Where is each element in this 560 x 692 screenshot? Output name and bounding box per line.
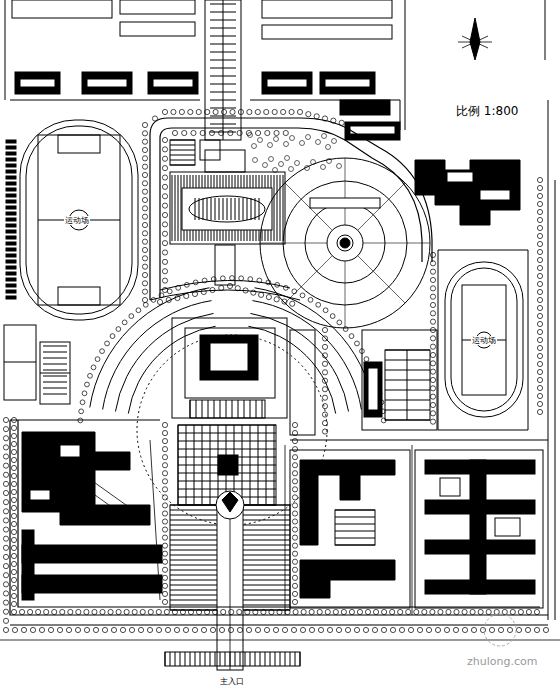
- map-label: 运动场: [471, 335, 497, 346]
- label-text: zhulong.com: [466, 655, 538, 668]
- watermark: zhulong.com: [466, 655, 538, 668]
- map-label: 比例 1:800: [455, 103, 519, 120]
- map-label: 运动场: [64, 215, 90, 226]
- label-text: 运动场: [64, 216, 90, 225]
- plan-linework: [0, 0, 560, 670]
- map-label: 主入口: [219, 676, 245, 687]
- label-text: 比例 1:800: [455, 104, 519, 118]
- label-text: 主入口: [219, 677, 245, 686]
- label-text: 运动场: [471, 336, 497, 345]
